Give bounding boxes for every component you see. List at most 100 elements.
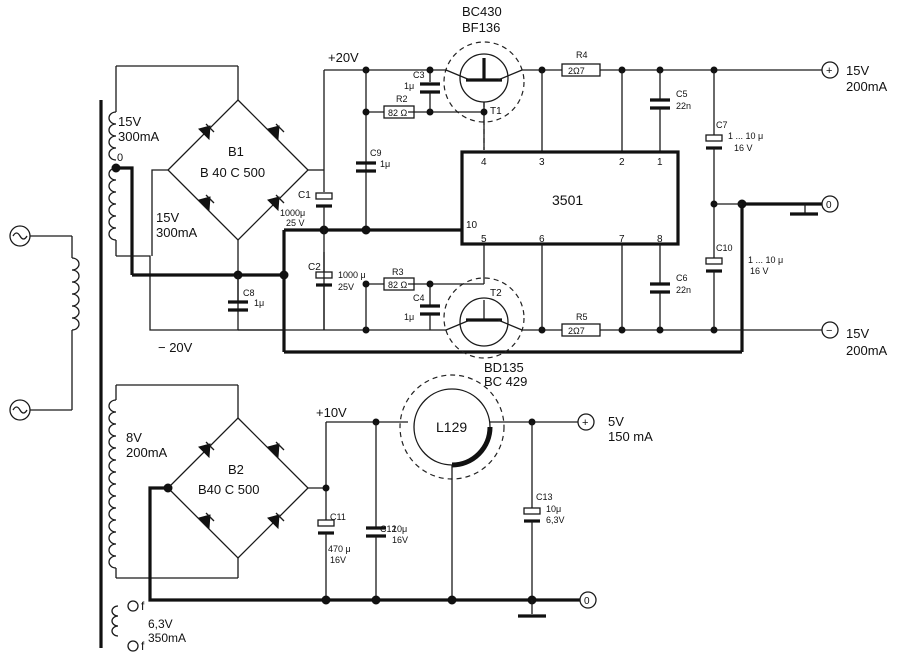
resistor-r3 [362, 277, 415, 291]
r2-value: 82 Ω [388, 108, 408, 118]
c6-ref: C6 [676, 273, 688, 283]
winding3-voltage: 8V [126, 430, 142, 445]
b1-name: B1 [228, 144, 244, 159]
plus15-voltage: 15V [846, 63, 869, 78]
plus15-current: 200mA [846, 79, 888, 94]
capacitor-c13 [518, 413, 597, 618]
transformer-primary-coil [71, 257, 80, 331]
c2-voltage: 25V [338, 282, 354, 292]
c6-value: 22n [676, 285, 691, 295]
ic-pin-3: 3 [539, 157, 545, 168]
c9-ref: C9 [370, 148, 382, 158]
capacitor-c12 [366, 526, 386, 605]
plus20-rail [323, 66, 446, 230]
t2-ref: T2 [490, 288, 502, 299]
ic-name: 3501 [552, 192, 583, 208]
ic-pin-2: 2 [619, 157, 625, 168]
secondary-winding-1 [108, 65, 284, 331]
ic-pin-5: 5 [481, 234, 487, 245]
c5-ref: C5 [676, 89, 688, 99]
c1-voltage: 25 V [286, 218, 305, 228]
gnd-symbol: 0 [826, 200, 832, 211]
winding4-current: 350mA [148, 631, 186, 645]
minus15-current: 200mA [846, 343, 888, 358]
r4-value: 2Ω7 [568, 66, 585, 76]
c1-ref: C1 [298, 190, 311, 201]
labels: 15V 300mA 0 15V 300mA 8V 200mA 6,3V 350m… [117, 4, 888, 653]
c13-value: 10μ [546, 504, 561, 514]
r3-ref: R3 [392, 267, 404, 277]
winding1-current: 300mA [118, 129, 160, 144]
filament-label-top: f [141, 599, 145, 613]
c12-ref: C12 [380, 524, 397, 534]
c7-value: 1 ... 10 μ [728, 131, 763, 141]
c7-voltage: 16 V [734, 143, 753, 153]
secondary-winding-2 [108, 384, 239, 579]
filament-winding [111, 600, 139, 652]
ground-midpoint-net [132, 199, 822, 354]
capacitor-c1 [315, 192, 333, 230]
capacitor-c7 [705, 134, 723, 142]
c12-value: 10μ [392, 524, 407, 534]
winding2-current: 300mA [156, 225, 198, 240]
plus5-voltage: 5V [608, 414, 624, 429]
ac-input-1 [9, 225, 73, 258]
c8-ref: C8 [243, 288, 255, 298]
ac-input-2 [9, 330, 73, 421]
tap-label: 0 [117, 152, 123, 164]
transistor-t2 [408, 244, 525, 359]
c13-voltage: 6,3V [546, 515, 565, 525]
b2-name: B2 [228, 462, 244, 477]
transistor-t1 [408, 41, 525, 150]
c11-ref: C11 [330, 512, 346, 522]
capacitor-c10 [705, 257, 723, 265]
b1-type: B 40 C 500 [200, 165, 265, 180]
regulator-l129 [399, 374, 578, 605]
ic-pin-7: 7 [619, 234, 625, 245]
c11-voltage: 16V [330, 555, 346, 565]
ic-3501 [460, 150, 680, 246]
r3-value: 82 Ω [388, 280, 408, 290]
bridge-rectifier-b1 [151, 99, 324, 330]
t2-type-b: BC 429 [484, 374, 527, 389]
c10-value: 1 ... 10 μ [748, 255, 783, 265]
c9-value: 1μ [380, 159, 390, 169]
output-plus15-terminal [821, 61, 839, 79]
r4-ref: R4 [576, 50, 588, 60]
c11-value: 470 μ [328, 544, 351, 554]
plus5-symbol: + [582, 417, 588, 429]
c13-ref: C13 [536, 492, 553, 502]
plus20-label: +20V [328, 50, 359, 65]
ic-pin-4: 4 [481, 157, 487, 168]
winding4-voltage: 6,3V [148, 617, 173, 631]
c10-voltage: 16 V [750, 266, 769, 276]
t1-ref: T1 [490, 106, 502, 117]
capacitor-c11 [317, 519, 335, 605]
c1-value: 1000μ [280, 208, 305, 218]
capacitor-c8 [228, 275, 248, 312]
gnd2-symbol: 0 [584, 596, 590, 607]
c4-value: 1μ [404, 312, 414, 322]
capacitor-c9 [356, 161, 376, 173]
plus10-label: +10V [316, 405, 347, 420]
plus10-rail [322, 418, 408, 528]
ic-pin-8: 8 [657, 234, 663, 245]
output-minus15-terminal [821, 321, 839, 339]
plus15-rail [522, 61, 839, 258]
resistor-r2 [362, 105, 415, 119]
plus15-symbol: + [826, 65, 832, 77]
c12-voltage: 16V [392, 535, 408, 545]
ic-pin-6: 6 [539, 234, 545, 245]
b2-type: B40 C 500 [198, 482, 259, 497]
bridge-rectifier-b2 [148, 417, 580, 602]
winding3-current: 200mA [126, 445, 168, 460]
minus15-voltage: 15V [846, 326, 869, 341]
c4-ref: C4 [413, 293, 425, 303]
c3-ref: C3 [413, 70, 425, 80]
r5-value: 2Ω7 [568, 326, 585, 336]
c8-value: 1μ [254, 298, 264, 308]
c10-ref: C10 [716, 243, 733, 253]
c3-value: 1μ [404, 81, 414, 91]
